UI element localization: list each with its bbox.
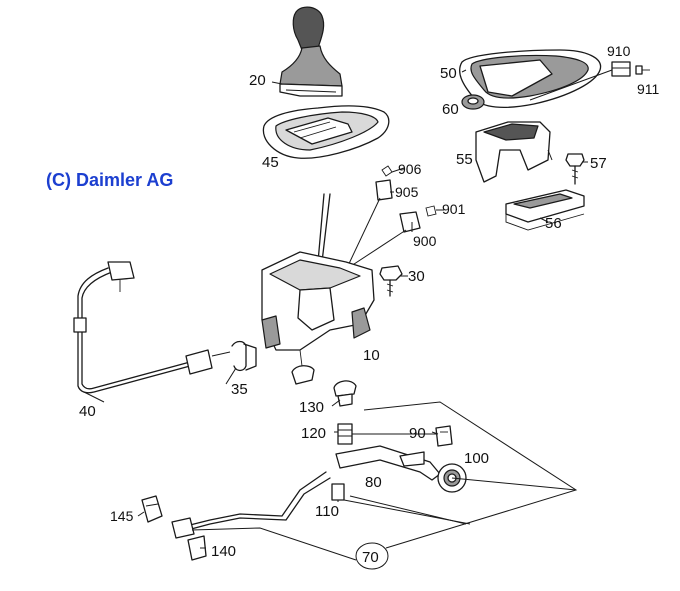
label-100: 100 [464,450,489,467]
leader-lines [83,69,588,549]
label-50: 50 [440,65,457,82]
label-20: 20 [249,72,266,89]
label-90: 90 [409,425,426,442]
connector-900-part[interactable] [399,205,437,233]
label-55: 55 [456,151,473,168]
shift-knob-part[interactable] [279,6,343,97]
label-900: 900 [413,233,437,249]
bushing-120-part[interactable] [337,423,353,445]
label-70: 70 [362,549,379,566]
label-120: 120 [301,425,326,442]
label-140: 140 [211,543,236,560]
copyright-notice: (C) Daimler AG [46,170,174,190]
bolt-30-part[interactable] [379,265,403,297]
screw-911-part[interactable] [635,65,650,75]
label-906: 906 [398,161,422,177]
label-10: 10 [363,347,380,364]
ring-part[interactable] [461,94,485,110]
clip-90-part[interactable] [435,425,453,447]
label-57: 57 [590,155,607,172]
pin-110-part[interactable] [331,483,345,501]
part-labels: 20 45 50 60 910 911 55 57 56 906 905 901… [79,43,660,566]
retaining-clip-part[interactable] [231,340,257,372]
plug-130-part[interactable] [333,380,357,407]
lever-80-part[interactable] [335,445,441,481]
assembly-70-leader [191,401,578,570]
bracket-clip-145-part[interactable] [141,495,163,523]
gate-plate-part[interactable] [262,105,390,159]
switch-module-part[interactable] [505,189,585,231]
label-110: 110 [315,503,339,520]
clip-910-part[interactable] [611,61,631,77]
screw-57-part[interactable] [565,153,585,185]
shift-mechanism-part[interactable] [261,193,375,385]
bracket-housing-part[interactable] [475,121,551,183]
label-130: 130 [299,399,324,416]
label-60: 60 [442,101,459,118]
selector-rod-part[interactable] [171,471,331,561]
label-45: 45 [262,154,279,171]
connector-905-part[interactable] [375,165,393,201]
label-56: 56 [545,215,562,232]
label-30: 30 [408,268,425,285]
label-911: 911 [637,81,660,97]
label-35: 35 [231,381,248,398]
label-910: 910 [607,43,631,59]
label-905: 905 [395,184,419,200]
console-cover-part[interactable] [459,49,602,108]
label-145: 145 [110,508,134,524]
shift-cable-part[interactable] [73,261,231,394]
label-901: 901 [442,201,466,217]
label-40: 40 [79,403,96,420]
label-80: 80 [365,474,382,491]
